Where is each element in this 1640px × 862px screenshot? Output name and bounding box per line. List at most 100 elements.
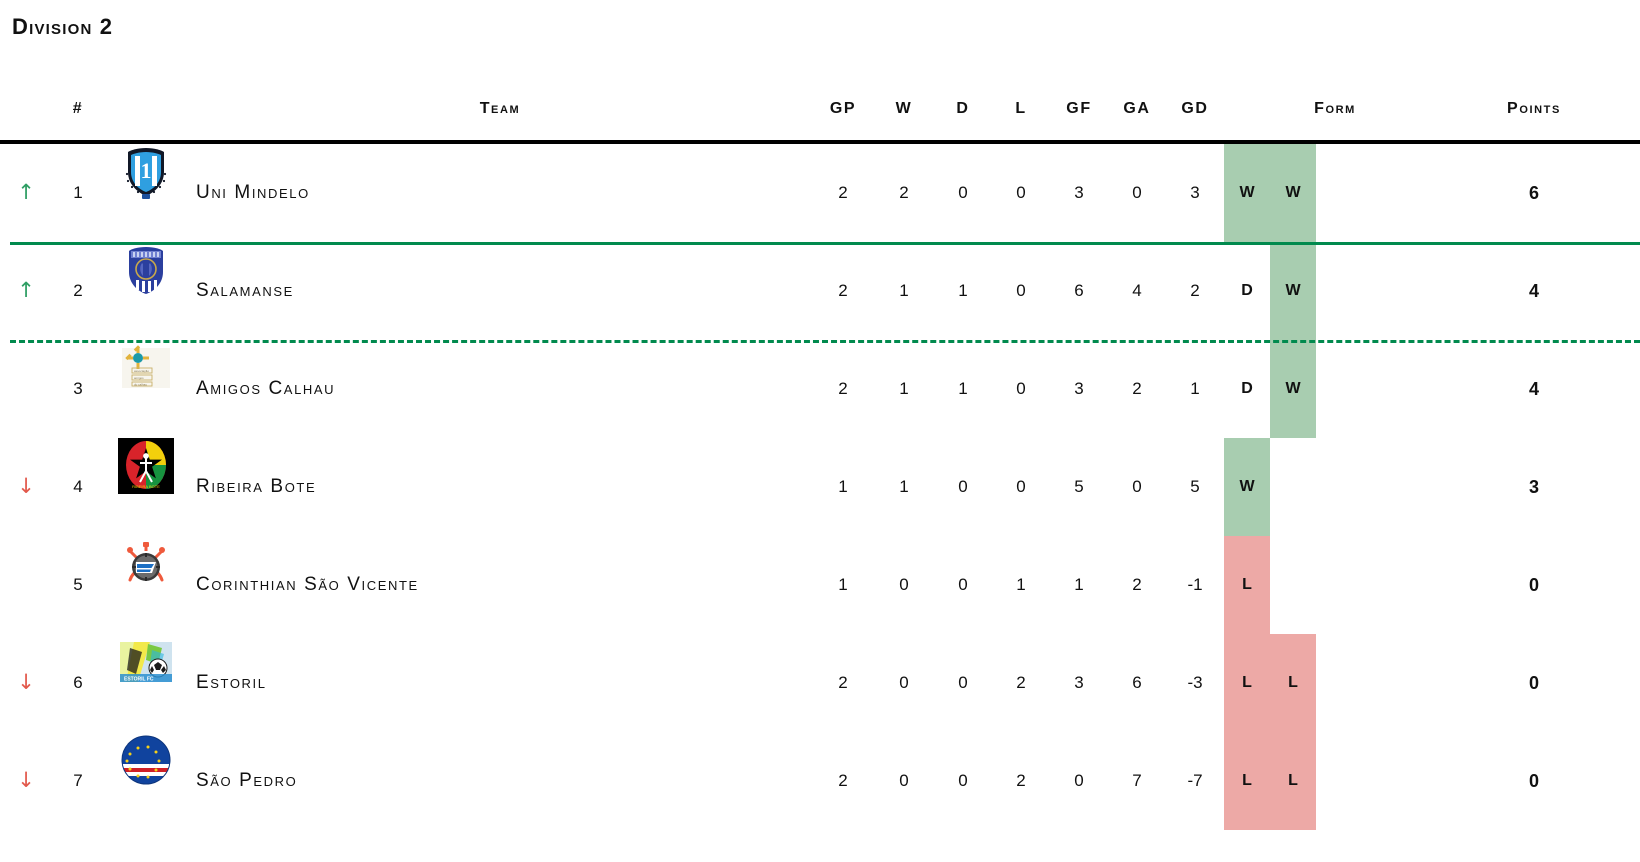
goal-difference-cell: -3	[1187, 673, 1203, 692]
arrow-up-icon: ↑	[17, 278, 35, 302]
movement-cell: ↓	[0, 438, 52, 536]
column-header-points[interactable]: Points	[1507, 100, 1561, 117]
form-result-l[interactable]: L	[1224, 732, 1270, 830]
svg-text:amigos: amigos	[134, 376, 144, 380]
amigos-calhau-crest-icon: associação amigos do calhau	[118, 340, 174, 396]
gp-cell: 2	[838, 183, 848, 202]
form-result-w[interactable]: W	[1270, 242, 1316, 340]
rank-cell: 1	[73, 183, 83, 202]
draws-cell: 0	[958, 771, 968, 790]
goals-for-cell: 3	[1074, 379, 1084, 398]
goals-for-cell: 3	[1074, 673, 1084, 692]
form-result-w[interactable]: W	[1224, 438, 1270, 536]
table-row[interactable]: 5 Corinthian São V	[0, 536, 1640, 634]
team-crest-cell[interactable]: 1	[118, 144, 174, 200]
form-result-d[interactable]: D	[1241, 380, 1253, 397]
goals-for-cell: 0	[1074, 771, 1084, 790]
column-header-d[interactable]: D	[956, 100, 970, 117]
team-crest-cell[interactable]: associação amigos do calhau	[118, 340, 174, 396]
corinthian-sao-vicente-crest-icon	[118, 536, 174, 592]
arrow-up-icon: ↑	[17, 180, 35, 204]
column-header-movement	[0, 100, 52, 142]
team-name-cell[interactable]: Uni Mindelo	[196, 182, 310, 203]
goals-for-cell: 1	[1074, 575, 1084, 594]
form-result-empty	[1270, 438, 1316, 536]
team-crest-cell[interactable]	[118, 242, 174, 298]
team-crest-cell[interactable]	[118, 536, 174, 592]
goals-against-cell: 0	[1132, 183, 1142, 202]
table-row[interactable]: 3 associação	[0, 340, 1640, 438]
goals-against-cell: 7	[1132, 771, 1142, 790]
rank-cell: 7	[73, 771, 83, 790]
points-cell: 6	[1528, 182, 1539, 203]
team-name-cell[interactable]: Amigos Calhau	[196, 378, 336, 399]
team-name-cell[interactable]: Salamanse	[196, 280, 294, 301]
team-crest-cell[interactable]	[118, 732, 174, 788]
column-header-gf[interactable]: GF	[1066, 100, 1092, 117]
losses-cell: 2	[1016, 771, 1026, 790]
rank-cell: 2	[73, 281, 83, 300]
column-header-team[interactable]: Team	[479, 100, 521, 117]
arrow-down-icon: ↓	[17, 670, 35, 694]
movement-cell: ↑	[0, 242, 52, 340]
rank-cell: 4	[73, 477, 83, 496]
column-header-gd[interactable]: GD	[1181, 100, 1209, 117]
goals-for-cell: 6	[1074, 281, 1084, 300]
draws-cell: 1	[958, 379, 968, 398]
form-result-l[interactable]: L	[1224, 634, 1270, 732]
team-crest-cell[interactable]: ESTORIL FC	[118, 634, 174, 690]
gp-cell: 2	[838, 379, 848, 398]
points-cell: 3	[1528, 476, 1539, 497]
wins-cell: 1	[899, 379, 909, 398]
movement-cell: ↑	[0, 142, 52, 242]
form-cell: L	[1224, 536, 1446, 634]
playoff-separator-line	[10, 340, 1640, 343]
column-header-rank[interactable]: #	[72, 100, 84, 117]
goal-difference-cell: -7	[1187, 771, 1203, 790]
team-crest-cell[interactable]: RIBEIRA BOTE	[118, 438, 174, 494]
losses-cell: 0	[1016, 477, 1026, 496]
form-result-w[interactable]: W	[1270, 340, 1316, 438]
rank-cell: 6	[73, 673, 83, 692]
column-header-crest	[104, 100, 188, 142]
column-header-l[interactable]: L	[1015, 100, 1027, 117]
wins-cell: 1	[899, 477, 909, 496]
form-result-d[interactable]: D	[1241, 282, 1253, 299]
team-name-cell[interactable]: Corinthian São Vicente	[196, 574, 419, 595]
team-name-cell[interactable]: Ribeira Bote	[196, 476, 317, 497]
team-name-cell[interactable]: Estoril	[196, 672, 267, 693]
goals-for-cell: 5	[1074, 477, 1084, 496]
form-result-l[interactable]: L	[1270, 732, 1316, 830]
form-result-w[interactable]: W	[1224, 144, 1270, 242]
form-cell: W	[1224, 438, 1446, 536]
gp-cell: 2	[838, 673, 848, 692]
table-header: # Team GP W D L GF GA GD Form Points	[0, 100, 1640, 142]
svg-text:ESTORIL FC: ESTORIL FC	[124, 677, 154, 683]
column-header-ga[interactable]: GA	[1123, 100, 1151, 117]
rank-cell: 3	[73, 379, 83, 398]
points-cell: 4	[1528, 378, 1539, 399]
form-result-l[interactable]: L	[1270, 634, 1316, 732]
goal-difference-cell: 2	[1190, 281, 1200, 300]
points-cell: 0	[1528, 672, 1539, 693]
draws-cell: 0	[958, 183, 968, 202]
column-header-gp[interactable]: GP	[829, 100, 857, 117]
form-result-l[interactable]: L	[1224, 536, 1270, 634]
form-result-w[interactable]: W	[1270, 144, 1316, 242]
losses-cell: 0	[1016, 183, 1026, 202]
gp-cell: 1	[838, 575, 848, 594]
team-name-cell[interactable]: São Pedro	[196, 770, 298, 791]
column-header-w[interactable]: W	[895, 100, 913, 117]
